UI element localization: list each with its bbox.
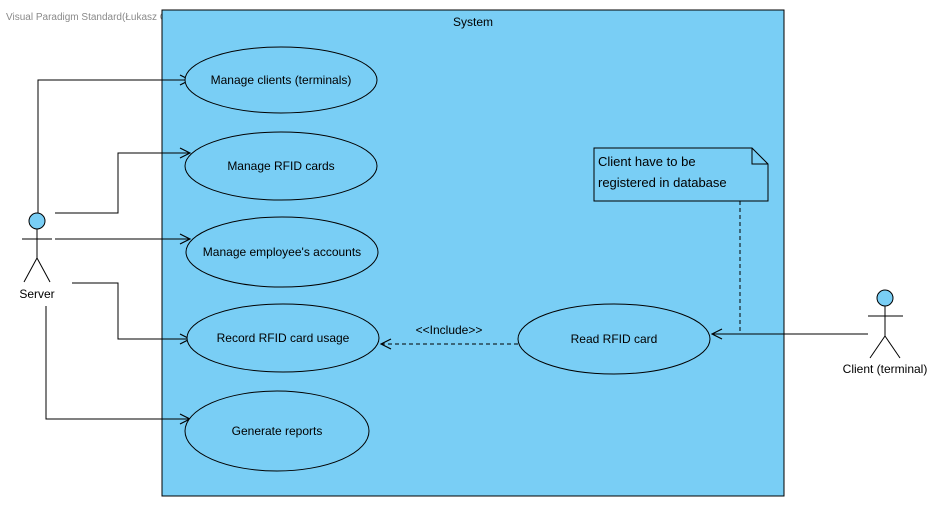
use-case-manage-accounts[interactable]: Manage employee's accounts [185,216,379,288]
note[interactable]: Client have to be registered in database [593,147,769,202]
use-case-label: Generate reports [232,424,323,438]
note-line-1: Client have to be [598,154,696,169]
stick-figure-icon [22,212,52,283]
use-case-read-rfid[interactable]: Read RFID card [517,303,711,375]
use-case-manage-rfid[interactable]: Manage RFID cards [184,131,378,201]
use-case-label: Manage clients (terminals) [211,73,352,87]
note-box [593,147,769,202]
watermark: Visual Paradigm Standard(Łukasz Gaverski… [6,12,308,23]
include-label: <<Include>> [416,323,483,337]
note-fold [751,148,768,165]
actor-client-label: Client (terminal) [843,362,928,376]
use-case-manage-clients[interactable]: Manage clients (terminals) [184,46,378,114]
use-case-label: Read RFID card [571,332,658,346]
actor-client[interactable]: Client (terminal) [843,289,928,376]
assoc-generate-reports [45,306,190,419]
note-line-2: registered in database [598,175,727,190]
use-case-label: Manage employee's accounts [203,245,361,259]
actor-server[interactable]: Server [19,212,55,301]
use-case-generate-reports[interactable]: Generate reports [184,390,370,472]
use-case-label: Record RFID card usage [217,331,350,345]
use-case-record-usage[interactable]: Record RFID card usage [186,303,380,373]
assoc-record-usage [72,282,190,339]
assoc-manage-rfid [55,153,190,214]
server-associations [37,80,190,419]
stick-figure-icon [868,289,903,359]
use-case-label: Manage RFID cards [227,159,334,173]
system-title: System [453,15,493,29]
assoc-manage-clients [37,80,190,213]
actor-server-label: Server [19,287,54,301]
